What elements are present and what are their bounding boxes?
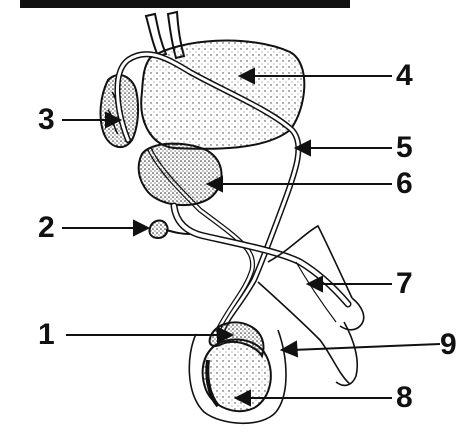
label-2: 2 — [38, 211, 55, 244]
penis — [257, 224, 365, 387]
scrotum — [188, 329, 287, 425]
label-4: 4 — [396, 59, 413, 92]
testis — [201, 338, 272, 413]
header-text-fragment — [20, 0, 350, 8]
anatomy-drawing — [20, 0, 441, 425]
prostate-gland — [137, 142, 223, 207]
label-6: 6 — [396, 167, 413, 200]
ureters — [144, 10, 186, 60]
label-1: 1 — [38, 318, 55, 351]
label-9-clipped: 9 — [440, 328, 457, 361]
bulbourethral-gland — [148, 219, 191, 240]
label-8: 8 — [396, 381, 413, 414]
leader-lines — [62, 67, 441, 407]
diagram-figure: 1 2 3 4 5 6 7 8 9 — [20, 0, 457, 425]
label-5: 5 — [396, 131, 413, 164]
label-7: 7 — [396, 267, 413, 300]
label-3: 3 — [38, 103, 55, 136]
